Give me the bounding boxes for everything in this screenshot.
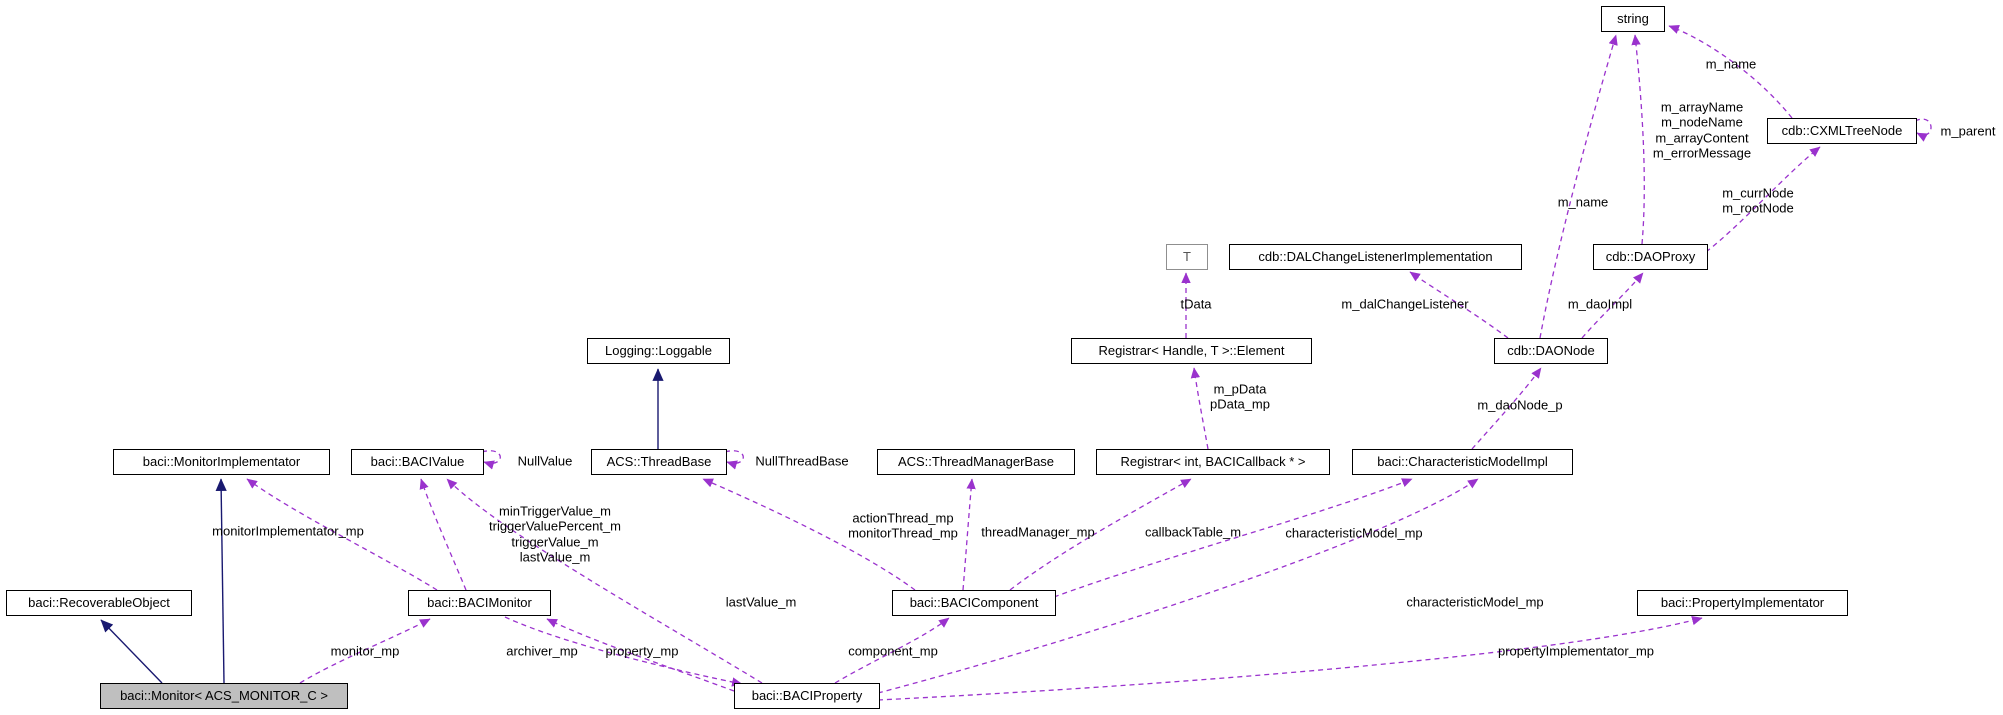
node-string[interactable]: string <box>1601 6 1665 32</box>
node-daonode[interactable]: cdb::DAONode <box>1494 338 1608 364</box>
node-loggable[interactable]: Logging::Loggable <box>587 338 730 364</box>
edge-monitor-inherits-recoverableobject <box>100 619 163 684</box>
edge-daoproxy-to-string <box>1631 34 1645 245</box>
edge-baciproperty-to-bacicomponent <box>834 617 950 684</box>
node-registrar-handle-element[interactable]: Registrar< Handle, T >::Element <box>1071 338 1312 364</box>
edge-baciproperty-to-characteristicmodel <box>877 478 1479 694</box>
node-monitor-acs-monitor-c[interactable]: baci::Monitor< ACS_MONITOR_C > <box>100 683 348 709</box>
edge-registrarint-to-registrarelement <box>1190 367 1209 450</box>
node-daoproxy[interactable]: cdb::DAOProxy <box>1593 244 1708 270</box>
edge-cxmltreenode-self-parent <box>1914 118 1932 142</box>
edge-bacicomponent-to-threadbase <box>702 478 916 591</box>
node-recoverableobject[interactable]: baci::RecoverableObject <box>6 590 192 616</box>
edge-daonode-to-dalchangelistener <box>1409 271 1509 339</box>
edge-bacivalue-self-nullvalue <box>481 450 501 470</box>
node-bacimonitor[interactable]: baci::BACIMonitor <box>408 590 551 616</box>
edge-cxmltreenode-to-string <box>1668 25 1793 119</box>
edge-bacicomponent-to-threadmanagerbase <box>962 478 976 591</box>
node-bacivalue[interactable]: baci::BACIValue <box>351 449 484 475</box>
node-cxmltreenode[interactable]: cdb::CXMLTreeNode <box>1767 118 1917 144</box>
edge-bacicomponent-to-characteristicmodel <box>1053 478 1413 598</box>
node-t-template-param[interactable]: T <box>1166 244 1208 270</box>
node-threadbase[interactable]: ACS::ThreadBase <box>591 449 727 475</box>
edge-monitor-to-bacimonitor <box>299 618 431 684</box>
node-baciproperty[interactable]: baci::BACIProperty <box>734 683 880 709</box>
edge-baciproperty-to-bacivalue <box>446 478 763 684</box>
node-monitorimplementator[interactable]: baci::MonitorImplementator <box>113 449 330 475</box>
node-dalchangelistenerimplementation[interactable]: cdb::DALChangeListenerImplementation <box>1229 244 1522 270</box>
edge-daonode-to-string <box>1539 34 1618 339</box>
edge-bacicomponent-to-registrarint <box>1009 478 1192 591</box>
edge-bacimonitor-to-monitorimplementator <box>246 478 438 591</box>
edge-daonode-to-daoproxy <box>1581 272 1644 339</box>
node-characteristicmodelimpl[interactable]: baci::CharacteristicModelImpl <box>1352 449 1573 475</box>
edge-daoproxy-to-cxmltreenode <box>1705 146 1821 253</box>
node-bacicomponent[interactable]: baci::BACIComponent <box>892 590 1056 616</box>
edge-baciproperty-to-propertyimplementator <box>877 616 1703 701</box>
edge-characteristicmodel-to-daonode <box>1471 367 1542 450</box>
edge-monitor-inherits-monitorimplementator <box>215 478 227 684</box>
node-threadmanagerbase[interactable]: ACS::ThreadManagerBase <box>877 449 1075 475</box>
node-propertyimplementator[interactable]: baci::PropertyImplementator <box>1637 590 1848 616</box>
node-registrar-int-bacicallback[interactable]: Registrar< int, BACICallback * > <box>1096 449 1330 475</box>
edge-threadbase-self-nullthreadbase <box>724 450 744 470</box>
edge-baciproperty-to-bacimonitor <box>546 618 735 692</box>
edge-bacimonitor-to-baciproperty <box>504 616 743 687</box>
edge-bacimonitor-to-bacivalue <box>419 478 467 591</box>
